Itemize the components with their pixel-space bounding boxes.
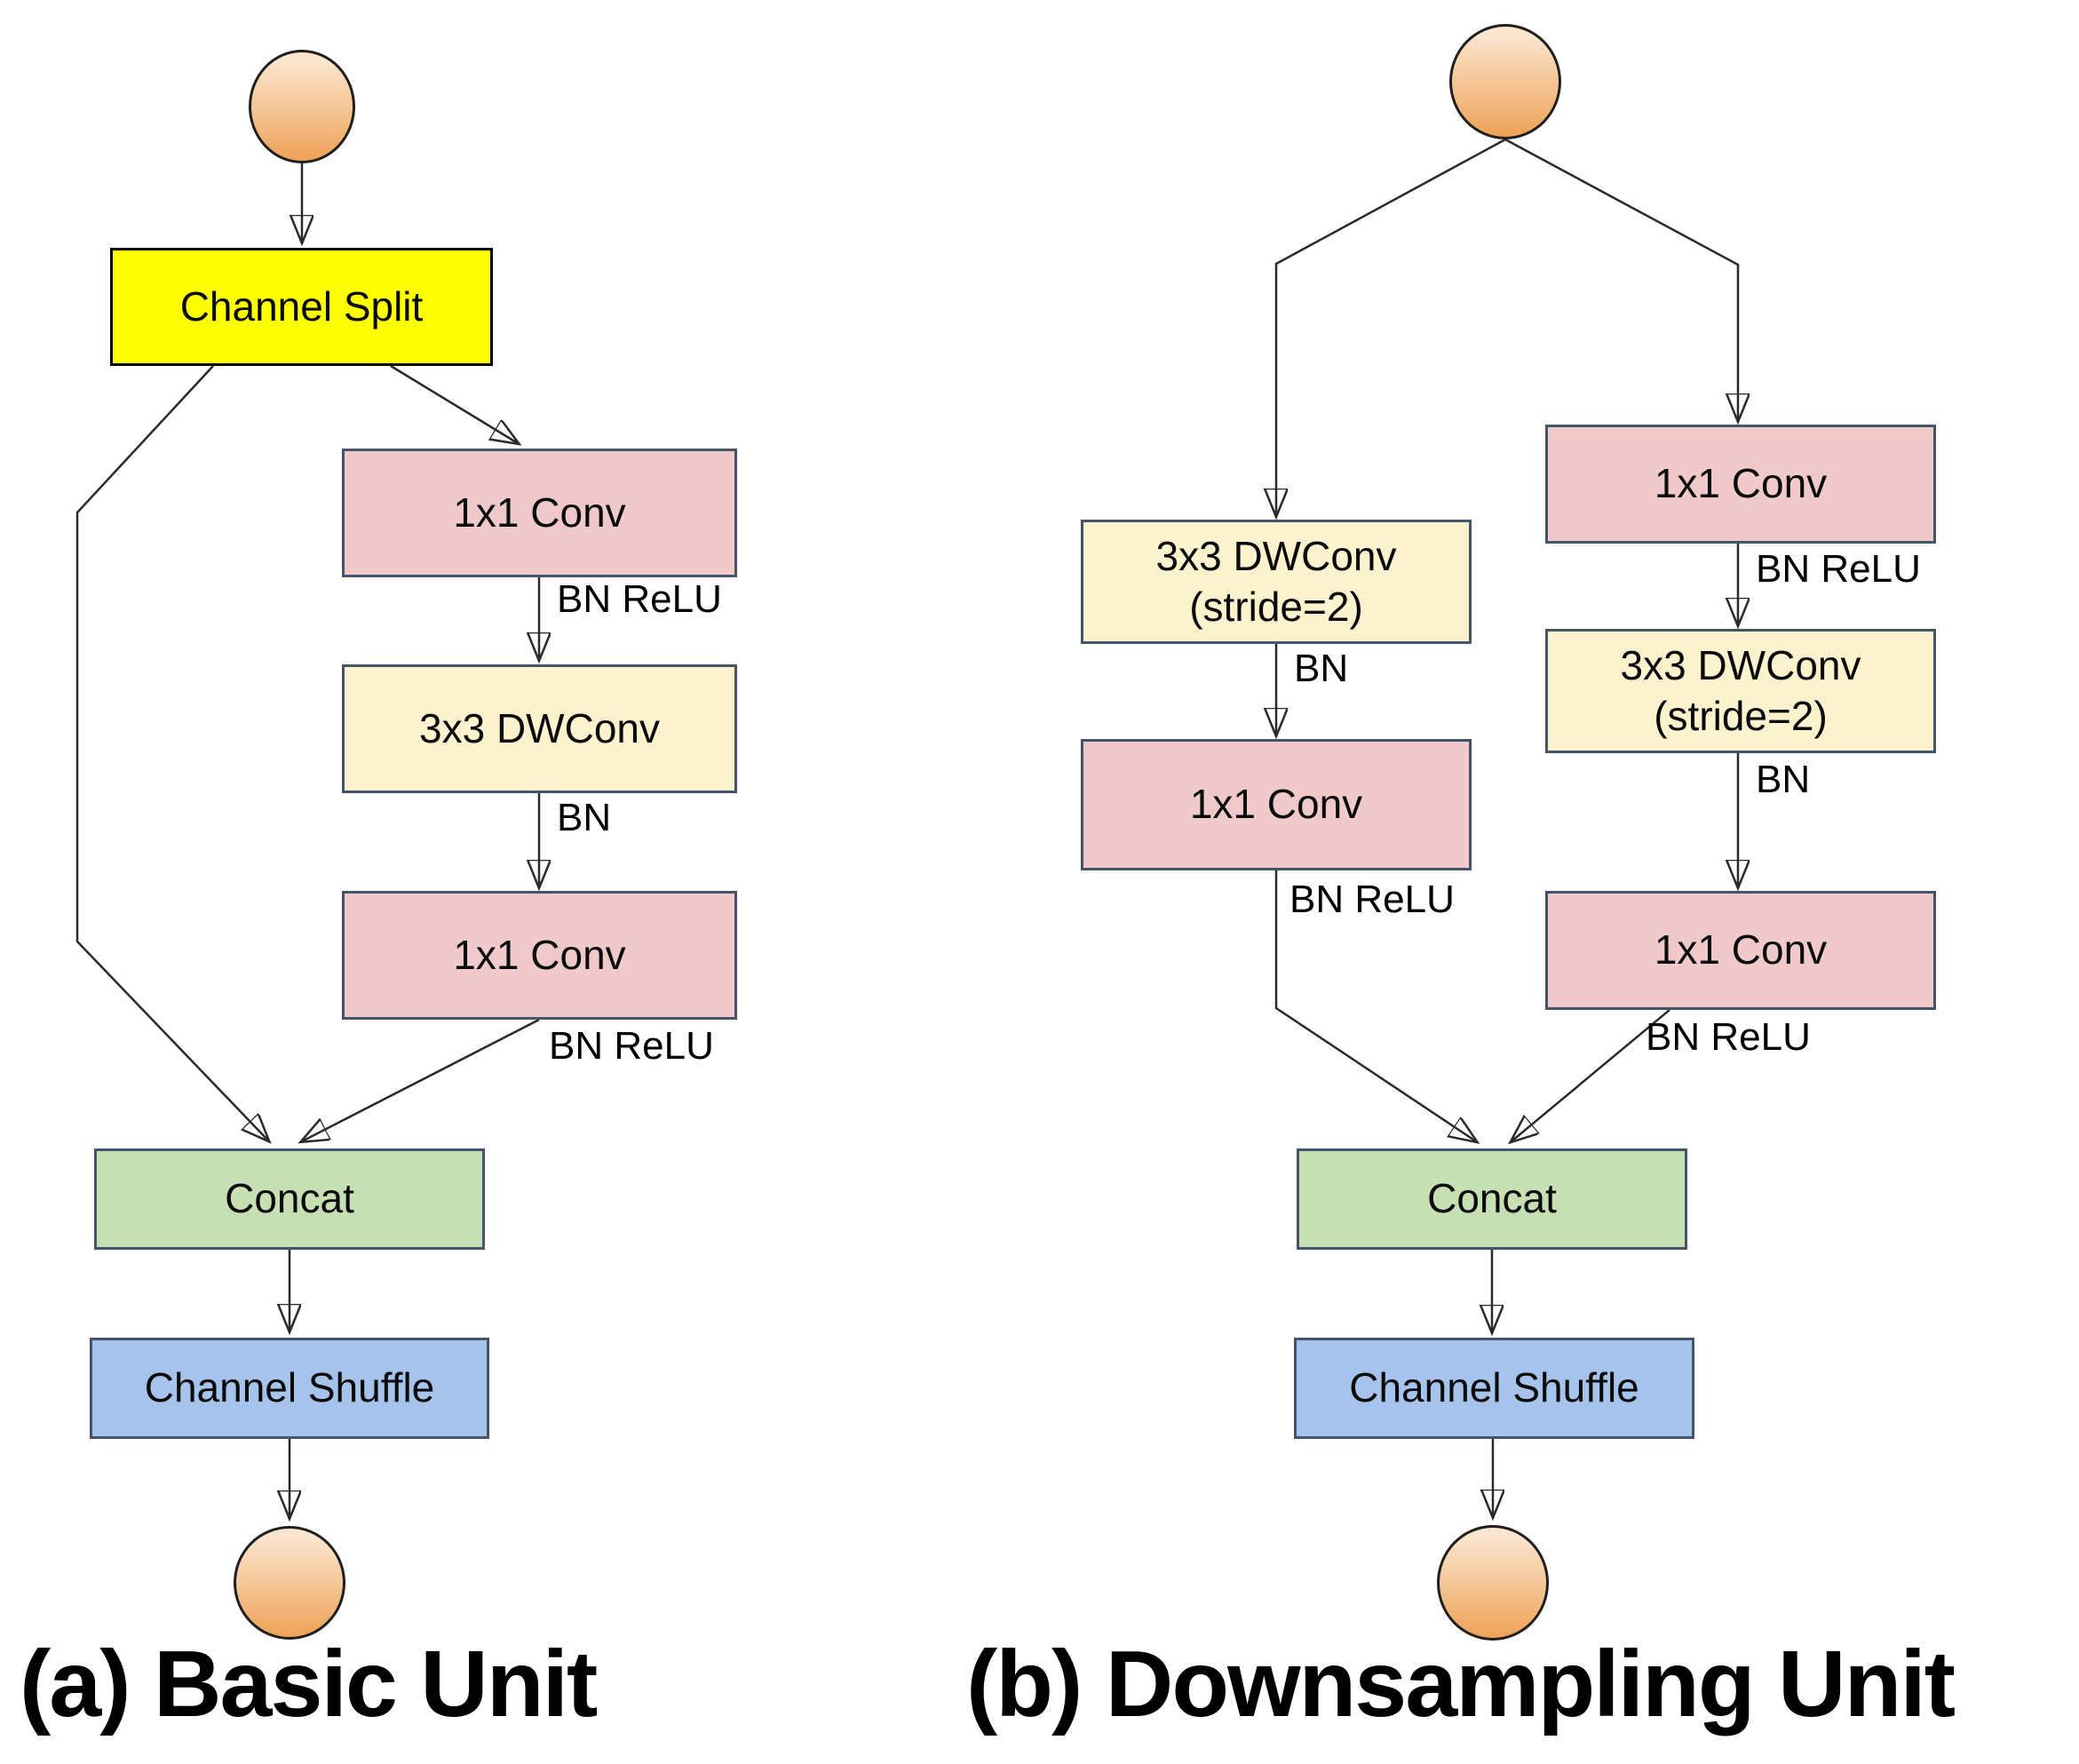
b-bn-relu-label-left: BN ReLU bbox=[1289, 878, 1455, 921]
a-bn-label: BN bbox=[557, 796, 612, 839]
a-input-node bbox=[249, 50, 355, 163]
b-conv-right1-box: 1x1 Conv bbox=[1545, 425, 1936, 544]
b-input-node bbox=[1449, 24, 1561, 139]
b-dwconv-right-label: 3x3 DWConv bbox=[1620, 641, 1861, 688]
a-channel-split-label: Channel Split bbox=[179, 282, 424, 330]
b-conv-right2-label: 1x1 Conv bbox=[1654, 926, 1828, 973]
a-concat-label: Concat bbox=[225, 1175, 354, 1222]
b-concat-label: Concat bbox=[1427, 1175, 1557, 1222]
a-bn-relu-label-2: BN ReLU bbox=[549, 1024, 714, 1068]
b-conv-right2-box: 1x1 Conv bbox=[1545, 891, 1936, 1010]
a-concat-box: Concat bbox=[94, 1148, 485, 1250]
b-caption: (b) Downsampling Unit bbox=[966, 1632, 1956, 1736]
edge-b-input-to-conv-right bbox=[1504, 138, 1738, 420]
a-channel-split-box: Channel Split bbox=[110, 248, 493, 366]
a-dwconv-label: 3x3 DWConv bbox=[419, 704, 660, 751]
b-dwconv-left-sublabel: (stride=2) bbox=[1189, 584, 1363, 630]
edge-b-input-to-dwconv-left bbox=[1276, 138, 1506, 515]
b-output-node bbox=[1437, 1525, 1549, 1641]
b-conv-left-label: 1x1 Conv bbox=[1189, 781, 1363, 828]
edge-a-split-to-conv1 bbox=[390, 364, 518, 443]
edge-b-conv-right2-to-concat bbox=[1512, 1009, 1670, 1141]
b-dwconv-left-label: 3x3 DWConv bbox=[1155, 532, 1397, 579]
a-caption: (a) Basic Unit bbox=[20, 1632, 598, 1736]
edge-b-conv-left-to-concat bbox=[1274, 870, 1476, 1141]
b-dwconv-right-sublabel: (stride=2) bbox=[1654, 693, 1828, 739]
b-dwconv-right-box: 3x3 DWConv (stride=2) bbox=[1545, 629, 1936, 753]
a-bn-relu-label-1: BN ReLU bbox=[557, 577, 722, 621]
b-concat-box: Concat bbox=[1297, 1148, 1687, 1250]
a-conv2-label: 1x1 Conv bbox=[453, 931, 626, 978]
b-conv-right1-label: 1x1 Conv bbox=[1654, 460, 1828, 507]
a-dwconv-box: 3x3 DWConv bbox=[342, 664, 737, 793]
b-bn-relu-label-right1: BN ReLU bbox=[1756, 547, 1921, 591]
a-channel-shuffle-box: Channel Shuffle bbox=[90, 1338, 489, 1439]
a-channel-shuffle-label: Channel Shuffle bbox=[144, 1364, 435, 1411]
b-conv-left-box: 1x1 Conv bbox=[1081, 739, 1472, 870]
b-bn-label-right: BN bbox=[1756, 758, 1811, 801]
b-channel-shuffle-label: Channel Shuffle bbox=[1349, 1364, 1639, 1411]
edge-a-bypass-to-concat bbox=[75, 365, 268, 1140]
a-conv1-label: 1x1 Conv bbox=[453, 489, 626, 536]
a-conv2-box: 1x1 Conv bbox=[342, 891, 737, 1020]
b-bn-label-left: BN bbox=[1294, 647, 1349, 690]
a-output-node bbox=[234, 1526, 345, 1640]
b-dwconv-left-box: 3x3 DWConv (stride=2) bbox=[1081, 520, 1472, 644]
edge-a-conv2-to-concat bbox=[302, 1018, 540, 1141]
a-conv1-box: 1x1 Conv bbox=[342, 449, 737, 577]
b-channel-shuffle-box: Channel Shuffle bbox=[1294, 1338, 1694, 1439]
b-bn-relu-label-right2: BN ReLU bbox=[1646, 1015, 1811, 1059]
